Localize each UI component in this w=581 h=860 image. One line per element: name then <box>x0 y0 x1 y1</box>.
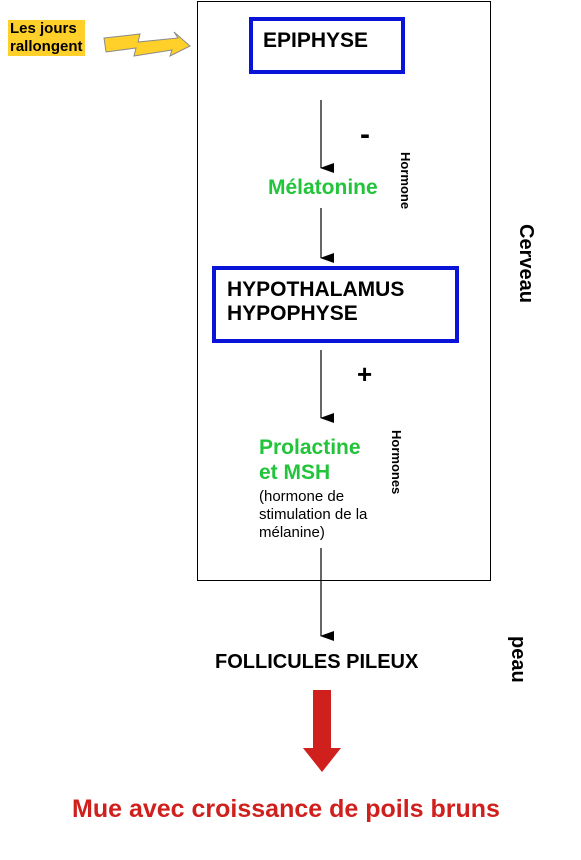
prolactine-msh-label: Prolactine et MSH <box>259 435 361 485</box>
msh-note: (hormone de stimulation de la mélanine) <box>259 488 367 542</box>
peau-side-label: peau <box>507 636 529 683</box>
hormone-side-label: Hormone <box>398 152 413 210</box>
cerveau-side-label: Cerveau <box>515 224 537 303</box>
lightning-bolt-icon <box>103 31 191 57</box>
trigger-line-2: rallongent <box>10 38 83 55</box>
hypothalamus-label: HYPOTHALAMUS <box>227 278 405 301</box>
hormones-side-label: Hormones <box>389 430 404 495</box>
msh-note-line-1: (hormone de <box>259 488 345 505</box>
epiphyse-label: EPIPHYSE <box>263 29 369 52</box>
epiphyse-box: EPIPHYSE <box>249 17 405 74</box>
follicules-label: FOLLICULES PILEUX <box>215 651 419 673</box>
prolactine-line-1: Prolactine <box>259 436 361 459</box>
trigger-line-1: Les jours <box>10 20 77 37</box>
result-label: Mue avec croissance de poils bruns <box>72 795 500 823</box>
msh-note-line-3: mélanine) <box>259 524 325 541</box>
prolactine-line-2: et MSH <box>259 461 331 484</box>
trigger-label: Les jours rallongent <box>8 20 85 56</box>
stimulation-sign: + <box>357 359 373 389</box>
hypothalamus-hypophyse-box: HYPOTHALAMUS HYPOPHYSE <box>212 266 459 343</box>
melatonine-label: Mélatonine <box>268 176 378 199</box>
result-arrow <box>303 690 341 772</box>
inhibition-sign: - <box>360 118 370 151</box>
msh-note-line-2: stimulation de la <box>259 506 368 523</box>
brain-frame <box>197 1 491 581</box>
hypophyse-label: HYPOPHYSE <box>227 302 358 325</box>
